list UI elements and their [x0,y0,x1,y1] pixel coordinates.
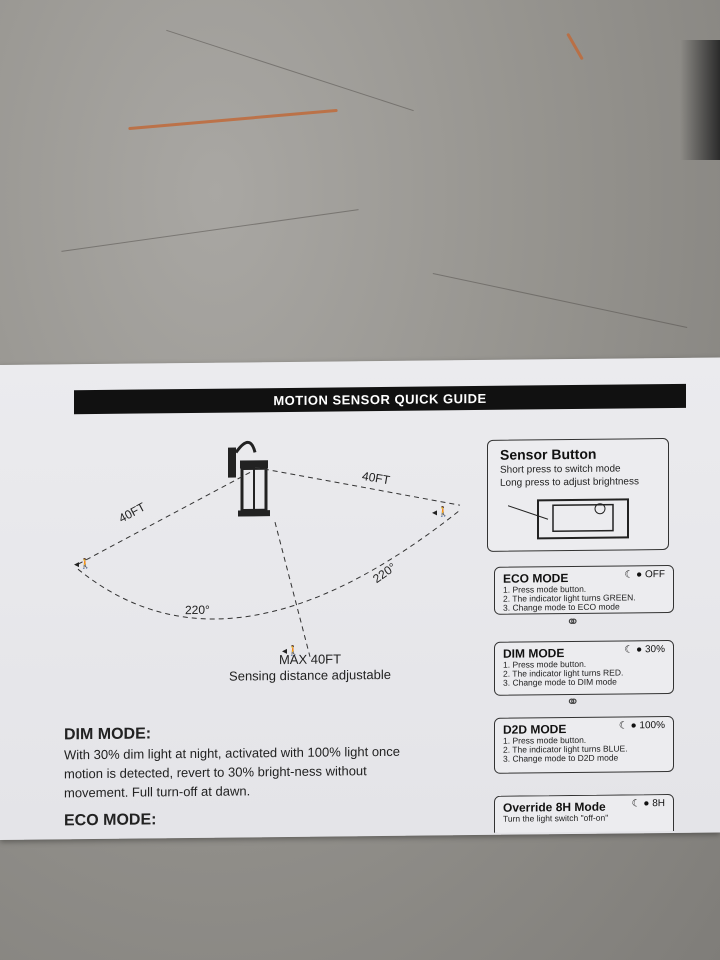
d2d-mode-card: D2D MODE ☾ ● 100% 1. Press mode button. … [494,715,674,774]
sensor-button-line1: Short press to switch mode [500,463,621,476]
step: Turn the light switch "off-on" [503,812,609,824]
chain-link-icon: ⚭ [566,613,580,632]
d2d-mode-status: ☾ ● 100% [618,720,665,732]
dim-status-value: 30% [644,644,665,656]
dim-mode-heading: DIM MODE: [64,725,152,744]
sensor-button-line2: Long press to adjust brightness [500,476,639,489]
header-bar: MOTION SENSOR QUICK GUIDE [74,383,686,415]
chain-link-icon: ⚭ [566,693,580,712]
eco-status-value: OFF [645,569,665,581]
adjustable-note-text: Sensing distance adjustable [229,666,391,684]
override-mode-card: Override 8H Mode ☾ ● 8H Turn the light s… [494,793,674,833]
bottom-angle-label: 220° [185,602,210,618]
d2d-status-value: 100% [639,720,665,732]
sensor-button-title: Sensor Button [500,445,597,463]
quick-guide-sheet: MOTION SENSOR QUICK GUIDE ◂🚶 ◂🚶 ◂🚶 40FT … [0,357,720,840]
sensor-button-panel: Sensor Button Short press to switch mode… [487,437,669,552]
sensor-unit-icon [508,498,629,540]
dim-mode-description: With 30% dim light at night, activated w… [64,743,401,801]
eco-mode-status: ☾ ● OFF [624,569,665,581]
dim-mode-status: ☾ ● 30% [624,644,665,656]
range-caption: MAX 40FT Sensing distance adjustable [210,651,410,685]
step: 3. Change mode to D2D mode [503,752,619,764]
eco-mode-card: ECO MODE ☾ ● OFF 1. Press mode button. 2… [494,564,674,615]
override-status-value: 8H [652,798,665,810]
sensing-range-diagram: ◂🚶 ◂🚶 ◂🚶 [74,440,461,657]
svg-text:◂🚶: ◂🚶 [432,505,449,518]
dark-object-corner [680,40,720,160]
dim-mode-steps: 1. Press mode button. 2. The indicator l… [503,659,623,688]
dim-mode-card: DIM MODE ☾ ● 30% 1. Press mode button. 2… [494,639,674,696]
wall-lamp-icon [228,440,270,517]
guide-title: MOTION SENSOR QUICK GUIDE [273,390,487,408]
svg-text:◂🚶: ◂🚶 [74,557,91,570]
override-mode-steps: Turn the light switch "off-on" [503,812,609,824]
eco-mode-steps: 1. Press mode button. 2. The indicator l… [503,584,636,613]
override-mode-status: ☾ ● 8H [631,798,665,810]
eco-mode-heading: ECO MODE: [64,811,157,830]
step: 3. Change mode to DIM mode [503,676,617,688]
d2d-mode-steps: 1. Press mode button. 2. The indicator l… [503,735,628,764]
svg-text:◂🚶: ◂🚶 [282,644,299,657]
